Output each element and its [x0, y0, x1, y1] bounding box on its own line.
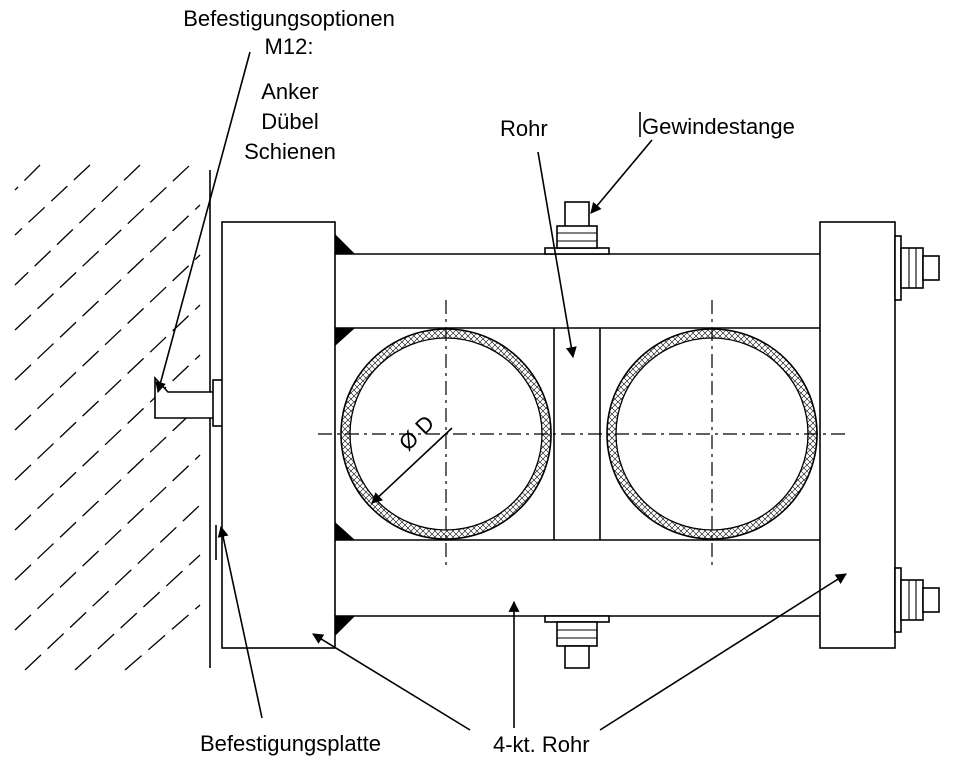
right-end-plate — [819, 221, 896, 649]
diameter-dimension-line — [371, 427, 453, 504]
top-threaded-rod — [544, 201, 610, 255]
mounting-plate-label: Befestigungsplatte — [200, 731, 381, 756]
center-lines — [318, 300, 845, 570]
mounting-options-size: M12: — [265, 34, 314, 59]
square-tube-label: 4-kt. Rohr — [493, 732, 590, 757]
option-anchor-label: Anker — [261, 79, 318, 104]
leader-lines — [155, 51, 847, 731]
weld-marks — [335, 234, 355, 636]
right-bottom-bolt — [894, 567, 940, 633]
threaded-rod-label: Gewindestange — [642, 114, 795, 139]
right-top-bolt — [894, 235, 940, 301]
left-mounting-plate — [221, 221, 336, 649]
bottom-threaded-rod — [544, 615, 610, 669]
wall — [14, 164, 217, 671]
wall-hatching — [14, 164, 201, 671]
option-dowel-label: Dübel — [261, 109, 318, 134]
option-rails-label: Schienen — [244, 139, 336, 164]
pipe-label: Rohr — [500, 116, 548, 141]
mounting-options-title: Befestigungsoptionen — [183, 6, 395, 31]
